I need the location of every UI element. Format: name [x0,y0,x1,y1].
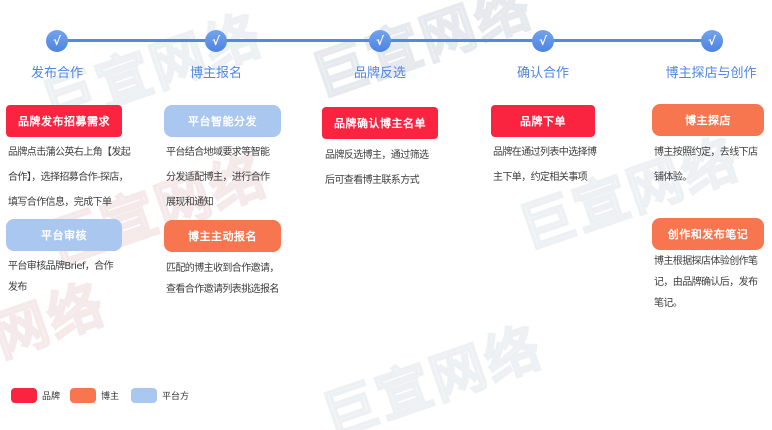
step-card-smart-dispatch: 平台智能分发 [164,105,281,137]
step-description: 品牌反选博主，通过筛选 后可查看博主联系方式 [325,150,429,186]
check-icon: √ [701,30,723,52]
legend-label: 品牌 [42,392,61,402]
check-icon: √ [205,30,227,52]
step-description: 品牌在通过列表中选择博 主下单，约定相关事项 [493,147,597,183]
step-card-platform-review: 平台审核 [6,219,122,251]
step-card-brand-publish: 品牌发布招募需求 [6,105,122,137]
step-card-create-notes: 创作和发布笔记 [652,218,764,250]
legend-item-platform: 平台方 [131,388,189,403]
step-card-confirm-list: 品牌确认博主名单 [322,107,438,139]
step-card-brand-order: 品牌下单 [491,105,595,137]
step-description: 博主按照约定，去线下店 铺体验。 [654,147,758,183]
step-description: 匹配的博主收到合作邀请， 查看合作邀请列表挑选报名 [166,263,279,295]
legend-swatch-platform [131,388,157,403]
watermark: 巨宣网络 [304,0,542,110]
check-icon: √ [532,30,554,52]
step-card-store-visit: 博主探店 [652,104,764,136]
legend-swatch-blogger [70,388,96,403]
legend-label: 平台方 [162,392,190,402]
timeline-step-label: 博主探店与创作 [665,66,757,81]
legend-item-blogger: 博主 [70,388,119,403]
step-card-blogger-signup: 博主主动报名 [164,220,281,252]
step-description: 平台审核品牌Brief，合作 发布 [8,261,114,293]
legend-label: 博主 [101,392,120,402]
legend-item-brand: 品牌 [11,388,60,403]
watermark: 巨宣网络 [314,314,552,430]
timeline-step-label: 品牌反选 [353,66,406,81]
step-description: 博主根据探店体验创作笔 记，由品牌确认后，发布 笔记。 [654,256,758,309]
timeline-step-label: 确认合作 [516,66,569,81]
step-description: 品牌点击蒲公英右上角【发起 合作】，选择招募合作-探店， 填写合作信息，完成下单 [8,147,131,208]
check-icon: √ [46,30,68,52]
timeline-step-label: 发布合作 [30,66,83,81]
timeline-step-label: 博主报名 [189,66,242,81]
step-description: 平台结合地域要求等智能 分发适配博主，进行合作 展现和通知 [166,147,270,208]
legend-swatch-brand [11,388,37,403]
check-icon: √ [369,30,391,52]
